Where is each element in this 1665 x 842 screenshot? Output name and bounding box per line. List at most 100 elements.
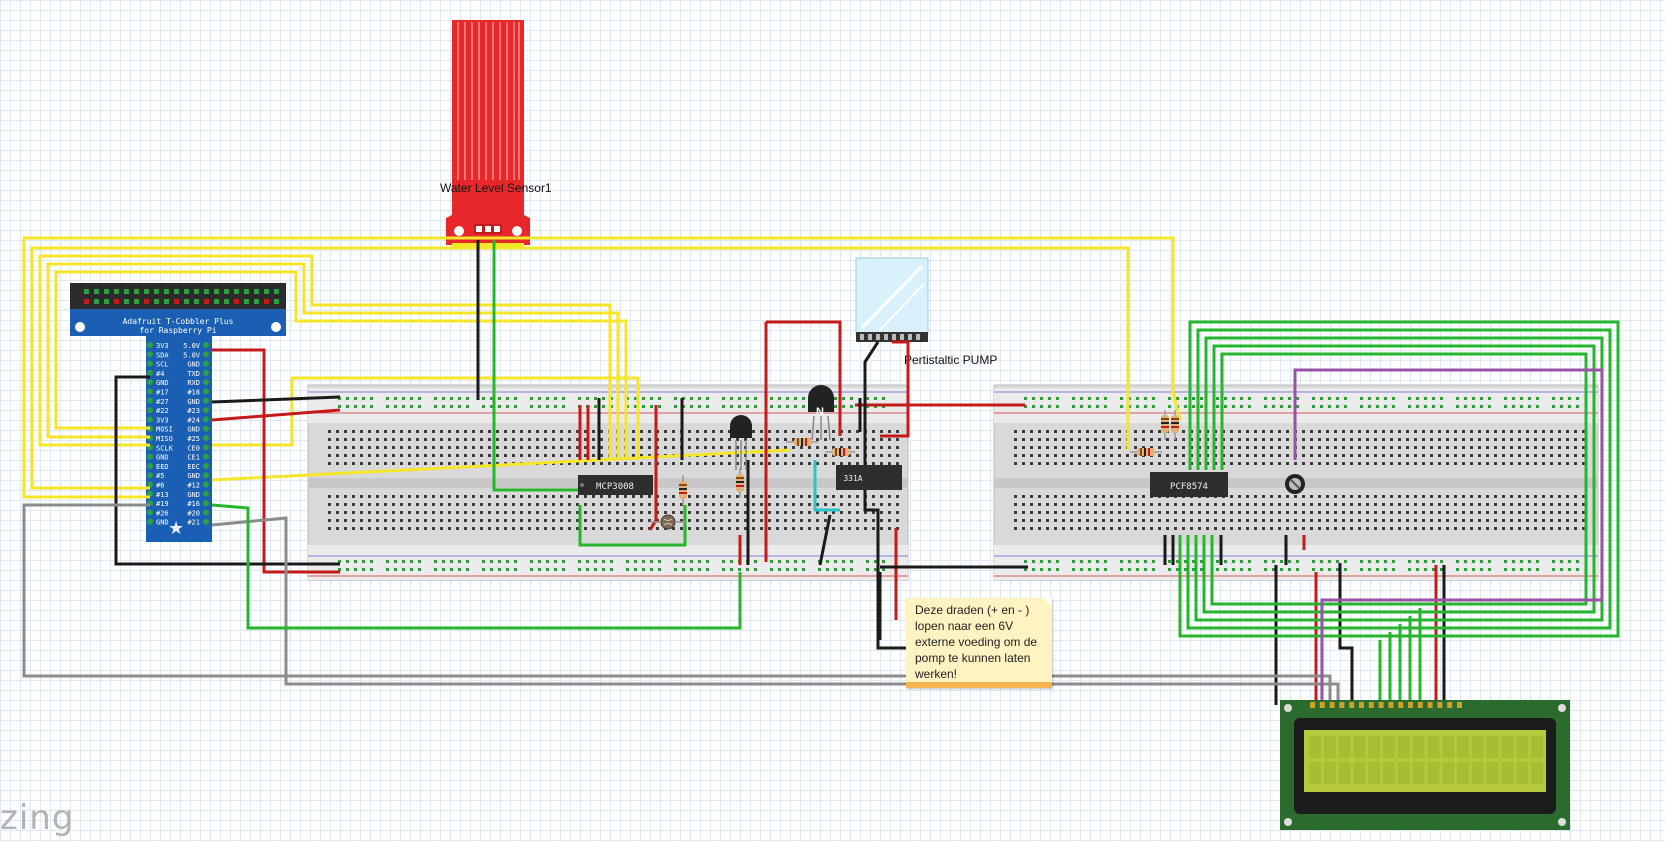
breadboard-left-rail-hole[interactable] xyxy=(690,397,693,400)
breadboard-right-hole[interactable] xyxy=(1574,446,1577,449)
breadboard-right-hole[interactable] xyxy=(1254,430,1257,433)
breadboard-left-hole[interactable] xyxy=(640,519,643,522)
breadboard-right-hole[interactable] xyxy=(1254,438,1257,441)
breadboard-left-hole[interactable] xyxy=(408,503,411,506)
breadboard-left-hole[interactable] xyxy=(352,438,355,441)
breadboard-right-hole[interactable] xyxy=(1246,519,1249,522)
breadboard-right-hole[interactable] xyxy=(1046,454,1049,457)
breadboard-right-hole[interactable] xyxy=(1038,446,1041,449)
breadboard-right-hole[interactable] xyxy=(1286,519,1289,522)
breadboard-right-hole[interactable] xyxy=(1342,519,1345,522)
breadboard-right-hole[interactable] xyxy=(1230,511,1233,514)
wire-green-outer-5[interactable] xyxy=(1210,352,1588,606)
breadboard-right-hole[interactable] xyxy=(1422,511,1425,514)
breadboard-left-rail-hole[interactable] xyxy=(490,560,493,563)
breadboard-right-hole[interactable] xyxy=(1542,430,1545,433)
breadboard-left-rail-hole[interactable] xyxy=(434,405,437,408)
breadboard-right-hole[interactable] xyxy=(1406,495,1409,498)
breadboard-left-hole[interactable] xyxy=(400,503,403,506)
breadboard-left-hole[interactable] xyxy=(760,454,763,457)
breadboard-right-hole[interactable] xyxy=(1294,527,1297,530)
breadboard-left-hole[interactable] xyxy=(640,462,643,465)
breadboard-left-hole[interactable] xyxy=(328,454,331,457)
breadboard-right-hole[interactable] xyxy=(1366,503,1369,506)
breadboard-right-hole[interactable] xyxy=(1142,462,1145,465)
breadboard-right-hole[interactable] xyxy=(1542,438,1545,441)
breadboard-right-rail-hole[interactable] xyxy=(1264,405,1267,408)
breadboard-right-hole[interactable] xyxy=(1390,446,1393,449)
cobbler-pin-left[interactable] xyxy=(147,472,153,479)
breadboard-left-hole[interactable] xyxy=(560,438,563,441)
breadboard-left-hole[interactable] xyxy=(544,527,547,530)
breadboard-right-hole[interactable] xyxy=(1470,430,1473,433)
breadboard-right-hole[interactable] xyxy=(1326,454,1329,457)
breadboard-right-hole[interactable] xyxy=(1262,438,1265,441)
breadboard-right-hole[interactable] xyxy=(1422,495,1425,498)
breadboard-left-rail-hole[interactable] xyxy=(354,397,357,400)
breadboard-right-hole[interactable] xyxy=(1430,430,1433,433)
breadboard-right-hole[interactable] xyxy=(1110,430,1113,433)
breadboard-right-hole[interactable] xyxy=(1182,519,1185,522)
breadboard-right-rail-hole[interactable] xyxy=(1040,397,1043,400)
breadboard-right-hole[interactable] xyxy=(1038,519,1041,522)
breadboard-right-rail-hole[interactable] xyxy=(1296,568,1299,571)
breadboard-left-hole[interactable] xyxy=(520,511,523,514)
breadboard-right-hole[interactable] xyxy=(1454,519,1457,522)
breadboard-left-hole[interactable] xyxy=(448,462,451,465)
breadboard-right-hole[interactable] xyxy=(1518,503,1521,506)
breadboard-right-hole[interactable] xyxy=(1574,511,1577,514)
breadboard-left-rail-hole[interactable] xyxy=(410,568,413,571)
breadboard-right-hole[interactable] xyxy=(1526,495,1529,498)
breadboard-right-rail-hole[interactable] xyxy=(1560,397,1563,400)
breadboard-right-hole[interactable] xyxy=(1366,519,1369,522)
breadboard-right-hole[interactable] xyxy=(1310,462,1313,465)
breadboard-left-hole[interactable] xyxy=(344,438,347,441)
breadboard-left-hole[interactable] xyxy=(408,519,411,522)
breadboard-left-hole[interactable] xyxy=(832,527,835,530)
breadboard-left-hole[interactable] xyxy=(424,503,427,506)
breadboard-right-rail-hole[interactable] xyxy=(1072,405,1075,408)
breadboard-right-hole[interactable] xyxy=(1302,511,1305,514)
breadboard-right-hole[interactable] xyxy=(1358,519,1361,522)
breadboard-right-hole[interactable] xyxy=(1102,519,1105,522)
breadboard-right-hole[interactable] xyxy=(1342,438,1345,441)
breadboard-left-rail-hole[interactable] xyxy=(554,397,557,400)
breadboard-right-hole[interactable] xyxy=(1398,519,1401,522)
breadboard-left-rail-hole[interactable] xyxy=(778,397,781,400)
breadboard-right-hole[interactable] xyxy=(1310,430,1313,433)
breadboard-left-hole[interactable] xyxy=(888,454,891,457)
breadboard-left-hole[interactable] xyxy=(736,462,739,465)
breadboard-left-rail-hole[interactable] xyxy=(402,397,405,400)
breadboard-left-rail-hole[interactable] xyxy=(514,405,517,408)
breadboard-right-hole[interactable] xyxy=(1166,462,1169,465)
breadboard-right-hole[interactable] xyxy=(1334,495,1337,498)
breadboard-right-hole[interactable] xyxy=(1422,527,1425,530)
breadboard-left-hole[interactable] xyxy=(520,454,523,457)
breadboard-right-hole[interactable] xyxy=(1110,462,1113,465)
breadboard-right-hole[interactable] xyxy=(1366,495,1369,498)
breadboard-right-hole[interactable] xyxy=(1566,430,1569,433)
resistor-3[interactable] xyxy=(679,475,687,505)
breadboard-left-hole[interactable] xyxy=(752,446,755,449)
breadboard-left-hole[interactable] xyxy=(448,519,451,522)
breadboard-right-hole[interactable] xyxy=(1366,438,1369,441)
breadboard-left-hole[interactable] xyxy=(736,495,739,498)
breadboard-right-rail-hole[interactable] xyxy=(1528,397,1531,400)
breadboard-right-hole[interactable] xyxy=(1230,462,1233,465)
breadboard-left-hole[interactable] xyxy=(632,527,635,530)
breadboard-right-hole[interactable] xyxy=(1278,503,1281,506)
breadboard-right-hole[interactable] xyxy=(1366,430,1369,433)
wire-green-outer-2[interactable] xyxy=(1186,328,1612,630)
breadboard-right-hole[interactable] xyxy=(1206,527,1209,530)
cobbler-pin-right[interactable] xyxy=(203,342,209,348)
breadboard-left-hole[interactable] xyxy=(464,430,467,433)
breadboard-right-hole[interactable] xyxy=(1486,462,1489,465)
breadboard-right-hole[interactable] xyxy=(1102,503,1105,506)
chip-mcp3008[interactable]: MCP3008 xyxy=(578,475,653,495)
breadboard-left-hole[interactable] xyxy=(896,454,899,457)
breadboard-right-rail-hole[interactable] xyxy=(1248,560,1251,563)
breadboard-right-hole[interactable] xyxy=(1014,527,1017,530)
breadboard-left-hole[interactable] xyxy=(664,511,667,514)
breadboard-right-hole[interactable] xyxy=(1078,462,1081,465)
breadboard-right-rail-hole[interactable] xyxy=(1032,568,1035,571)
